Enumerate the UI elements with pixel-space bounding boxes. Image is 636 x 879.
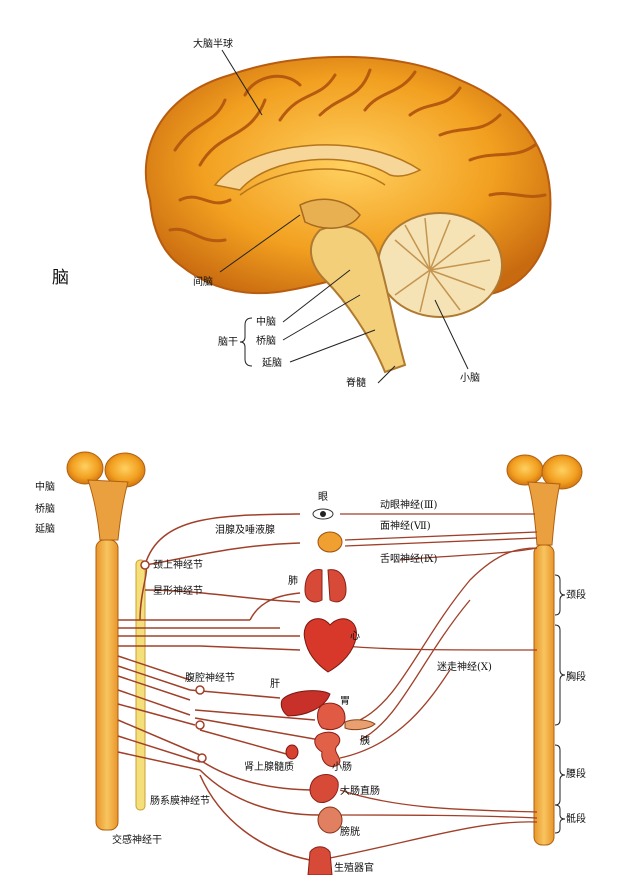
label-celiac: 腹腔神经节 [185,671,235,684]
label-midbrain: 中脑 [256,315,276,328]
label-thoracic: 胸段 [566,670,586,683]
label-lumbar: 腰段 [566,767,586,780]
brain-title: 脑 [52,268,69,288]
label-reproductive: 生殖器官 [334,861,374,874]
label-glossopharyngeal: 舌咽神经(Ⅸ) [380,552,438,565]
label-adrenal: 肾上腺髓质 [244,760,294,773]
label-spinal-cord: 脊髓 [346,376,366,389]
label-glands: 泪腺及唾液腺 [215,523,275,536]
label-pancreas: 胰 [360,734,370,747]
ganglion-celiac-2 [195,720,205,730]
pancreas-shape [344,719,376,731]
label-heart: 心 [350,630,360,642]
label-eye: 眼 [318,491,328,503]
heart-shape [303,618,357,673]
label-facial: 面神经(Ⅶ) [380,519,431,532]
adrenal-shape [285,744,299,760]
parasympathetic-fibers [329,513,538,859]
label-stellate: 星形神经节 [153,584,203,597]
segment-braces [554,574,566,834]
label-brainstem: 脑干 [218,335,238,348]
label-b-midbrain: 中脑 [35,480,55,493]
lung-shape [304,569,347,603]
ganglion-mesenteric [197,753,207,763]
ganglia [140,560,207,763]
brainstem-brace [239,317,253,367]
label-b-medulla: 延脑 [35,522,55,535]
label-b-pons: 桥脑 [35,502,55,515]
label-small-intestine: 小肠 [332,761,352,773]
label-pons: 桥脑 [256,334,276,347]
label-cerebrum: 大脑半球 [193,37,233,50]
small-intestine-shape [314,731,341,767]
label-medulla: 延脑 [262,356,282,369]
right-cns [506,454,583,846]
label-liver: 肝 [270,678,280,690]
label-sympathetic-trunk: 交感神经干 [112,833,162,846]
left-cns [66,451,146,831]
gland-shape [317,531,343,553]
label-cervical: 颈段 [566,588,586,601]
label-vagus: 迷走神经(Ⅹ) [437,660,492,673]
corpus-callosum [213,144,422,191]
label-large-intestine: 大肠直肠 [340,784,380,797]
brain-section [144,55,552,374]
label-bladder: 膀胱 [340,825,360,838]
label-superior-cervical: 颈上神经节 [153,558,203,571]
liver-shape [280,690,331,717]
ganglion-superior-cervical [140,560,150,570]
label-sacral: 骶段 [566,812,586,825]
label-diencephalon: 间脑 [193,275,213,288]
label-stomach: 胃 [340,695,350,707]
stomach-shape [317,702,346,731]
label-cerebellum: 小脑 [460,371,480,384]
arbor-vitae [394,217,491,313]
ganglion-celiac [195,685,205,695]
sympathetic-fibers [117,513,321,861]
label-lung: 肺 [288,575,298,587]
reproductive-shape [307,846,333,876]
top-leader-lines [219,49,469,384]
brainstem-shape [310,225,407,374]
large-intestine-shape [309,774,339,804]
label-mesenteric: 肠系膜神经节 [150,794,210,807]
organs [280,508,376,876]
bladder-shape [317,806,343,834]
cerebellum-shape [377,212,503,318]
label-oculomotor: 动眼神经(Ⅲ) [380,498,438,511]
